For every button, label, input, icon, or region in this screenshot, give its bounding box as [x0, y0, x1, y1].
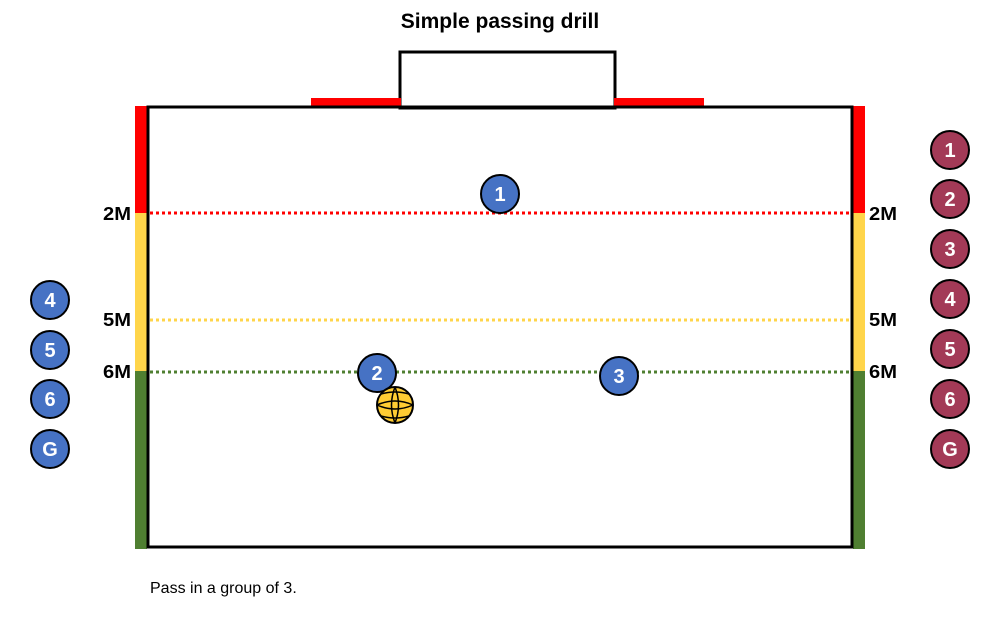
- away-bench-4[interactable]: 4: [930, 279, 970, 319]
- bench-number: 4: [44, 290, 56, 312]
- bench-number: G: [942, 439, 958, 461]
- left-green-zone: [135, 371, 147, 549]
- bench-token: [930, 229, 970, 269]
- goal-line-left: [311, 98, 401, 106]
- player-token: [599, 356, 639, 396]
- bench-number: 6: [44, 389, 55, 411]
- bench-token: [30, 379, 70, 419]
- bench-token: [930, 379, 970, 419]
- bench-number: 3: [944, 239, 955, 261]
- bench-number: 6: [944, 389, 955, 411]
- bench-token: [30, 330, 70, 370]
- right-red-zone: [853, 106, 865, 213]
- player-number: 1: [494, 184, 505, 206]
- left-red-zone: [135, 106, 147, 213]
- bench-token: [30, 429, 70, 469]
- label-6m-right: 6M: [869, 362, 897, 382]
- home-bench-6[interactable]: 6: [30, 379, 70, 419]
- field-player-1[interactable]: 1: [480, 174, 520, 214]
- drill-caption: Pass in a group of 3.: [150, 580, 297, 597]
- away-bench-2[interactable]: 2: [930, 179, 970, 219]
- away-bench-1[interactable]: 1: [930, 130, 970, 170]
- bench-number: 2: [944, 189, 955, 211]
- player-number: 2: [371, 363, 382, 385]
- goal-line-right: [614, 98, 704, 106]
- away-bench-g[interactable]: G: [930, 429, 970, 469]
- label-2m-left: 2M: [103, 204, 131, 224]
- goal-box: [398, 50, 617, 110]
- bench-token: [930, 179, 970, 219]
- player-token: [357, 353, 397, 393]
- bench-token: [930, 279, 970, 319]
- home-bench-5[interactable]: 5: [30, 330, 70, 370]
- bench-number: 4: [944, 289, 956, 311]
- left-yellow-zone: [135, 213, 147, 371]
- bench-token: [930, 429, 970, 469]
- bench-number: 5: [944, 339, 955, 361]
- bench-number: 5: [44, 340, 55, 362]
- right-green-zone: [853, 371, 865, 549]
- right-yellow-zone: [853, 213, 865, 371]
- away-bench-3[interactable]: 3: [930, 229, 970, 269]
- player-token: [480, 174, 520, 214]
- label-2m-right: 2M: [869, 204, 897, 224]
- water-polo-ball-icon[interactable]: [376, 386, 414, 424]
- away-bench-6[interactable]: 6: [930, 379, 970, 419]
- bench-token: [930, 329, 970, 369]
- pool-outline: [146, 105, 854, 549]
- label-6m-left: 6M: [103, 362, 131, 382]
- field-player-3[interactable]: 3: [599, 356, 639, 396]
- label-5m-left: 5M: [103, 310, 131, 330]
- away-bench-5[interactable]: 5: [930, 329, 970, 369]
- player-number: 3: [613, 366, 624, 388]
- label-5m-right: 5M: [869, 310, 897, 330]
- bench-token: [30, 280, 70, 320]
- home-bench-g[interactable]: G: [30, 429, 70, 469]
- diagram-title: Simple passing drill: [400, 10, 600, 33]
- field-player-2[interactable]: 2: [357, 353, 397, 393]
- bench-token: [930, 130, 970, 170]
- home-bench-4[interactable]: 4: [30, 280, 70, 320]
- bench-number: G: [42, 439, 58, 461]
- bench-number: 1: [944, 140, 955, 162]
